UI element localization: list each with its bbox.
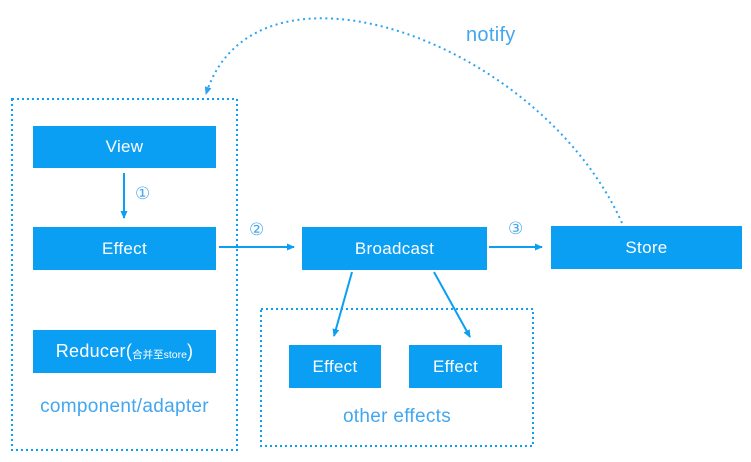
arrow-broadcast-to-left-effect: [332, 271, 353, 337]
node-broadcast[interactable]: Broadcast: [302, 227, 487, 270]
node-other-effect-left[interactable]: Effect: [289, 345, 381, 388]
component-adapter-group-label: component/adapter: [40, 396, 209, 417]
node-effect-main[interactable]: Effect: [33, 227, 216, 270]
notify-label: notify: [466, 24, 516, 46]
notify-dotted-arrow: [204, 17, 623, 224]
node-reducer[interactable]: Reducer(合并至store): [33, 330, 216, 373]
node-store[interactable]: Store: [551, 226, 742, 269]
node-view[interactable]: View: [33, 126, 216, 168]
reducer-label-suffix: ): [186, 341, 194, 361]
arrow-broadcast-to-right-effect: [433, 271, 471, 338]
step-1-badge: ①: [135, 184, 151, 203]
node-other-effect-right[interactable]: Effect: [409, 345, 502, 388]
other-effects-group-border: [260, 308, 534, 447]
other-effects-group-label: other effects: [342, 406, 452, 427]
reducer-label-note: 合并至store: [132, 348, 187, 361]
component-adapter-group-border: [11, 98, 238, 451]
reducer-label-prefix: Reducer(: [55, 341, 133, 361]
step-2-badge: ②: [249, 220, 265, 239]
step-3-badge: ③: [508, 219, 524, 238]
